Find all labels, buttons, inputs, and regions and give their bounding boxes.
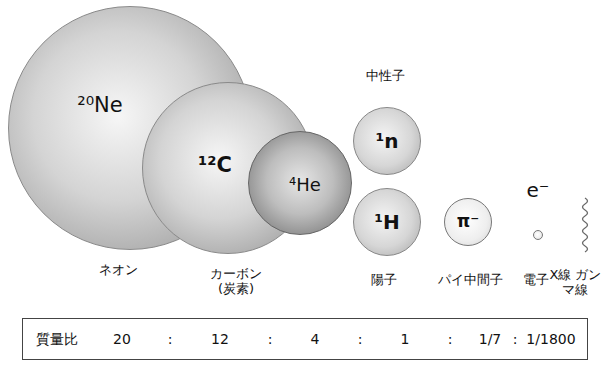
mass-ratio-box: 質量比20:12:4:1:1/7:1/1800 [22,318,588,360]
isotope-label: ¹²C [198,153,232,177]
ratio-colon: : [268,331,273,347]
particle-circle: ⁴He [248,131,352,235]
ratio-value: 20 [113,331,131,347]
ratio-colon: : [448,331,453,347]
isotope-label: ¹n [376,130,399,153]
name-label: パイ中間子 [438,273,503,288]
particle-circle: e⁻電子 [533,230,543,240]
isotope-label: ⁴He [289,175,321,196]
name-label: 電子 [523,273,549,288]
isotope-label: ²⁰Ne [77,93,122,117]
particle-label: π⁻ [457,212,479,232]
ratio-heading: 質量比 [36,331,78,347]
name-label: ネオン [99,263,138,278]
ratio-value: 12 [211,331,229,347]
particle-circle: ¹H陽子 [353,188,421,256]
name-label: 中性子 [366,69,405,84]
ratio-value: 1/7 [479,331,502,347]
radiation-label: X線 ガンマ線 [547,268,604,298]
particle-label: e⁻ [527,179,550,202]
ratio-value: 1/1800 [526,331,575,347]
particle-circle: 中性子¹n [353,107,421,175]
name-label: カーボン (炭素) [204,267,269,297]
particle-circle: π⁻パイ中間子 [444,198,492,246]
ratio-colon: : [168,331,173,347]
ratio-colon: : [358,331,363,347]
ratio-value: 1 [401,331,410,347]
ratio-colon: : [513,331,518,347]
isotope-label: ¹H [374,211,400,234]
ratio-value: 4 [311,331,320,347]
name-label: 陽子 [371,273,397,288]
xray-wave [583,198,588,252]
